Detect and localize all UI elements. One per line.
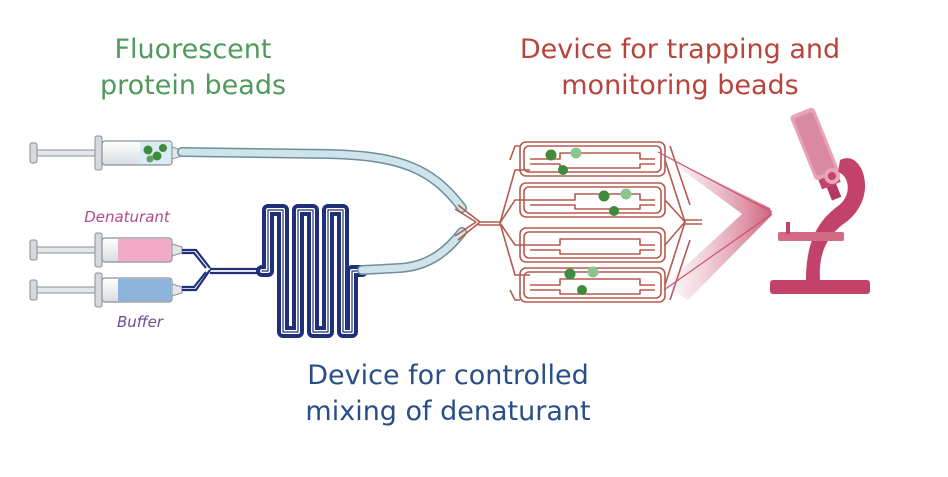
trapping-device-label: Device for trapping and monitoring beads	[519, 34, 841, 101]
mixing-device-label: Device for controlled mixing of denatura…	[305, 360, 591, 427]
mixer-inlet-channels	[182, 248, 262, 292]
bead-syringe-icon	[29, 135, 183, 171]
beam-edge-top	[657, 151, 773, 213]
serpentine-mixer	[256, 204, 368, 338]
bead-icon	[143, 144, 167, 163]
denaturant-syringe-icon	[29, 232, 183, 268]
microscope-icon	[770, 107, 870, 294]
denaturant-label: Denaturant	[84, 208, 170, 226]
bead-tube	[177, 147, 467, 213]
trapping-device	[454, 141, 702, 303]
buffer-syringe-icon	[29, 272, 183, 308]
trapped-beads	[545, 147, 632, 295]
buffer-label: Buffer	[116, 313, 164, 331]
beam-edge-bottom	[663, 213, 773, 291]
beads-label: Fluorescent protein beads	[99, 34, 287, 101]
